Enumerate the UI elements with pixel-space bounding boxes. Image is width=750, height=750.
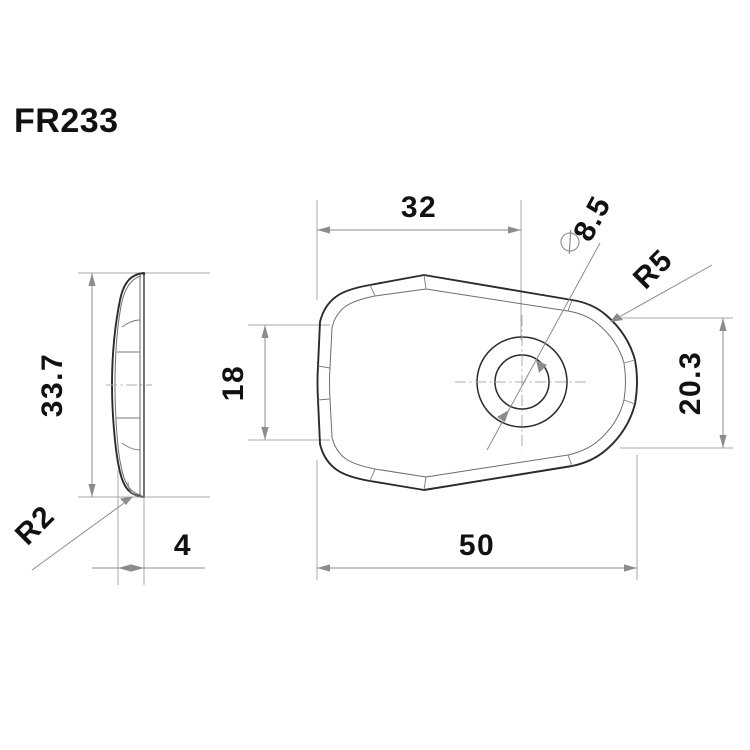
front-plan-view: 32 50 18 20.3 bbox=[217, 190, 733, 580]
dim-label-50: 50 bbox=[459, 529, 495, 562]
arrow-18-top bbox=[261, 325, 269, 338]
seam-left-upper bbox=[317, 365, 331, 369]
seam-apex-bottom bbox=[423, 476, 427, 491]
dim-label-33-7: 33.7 bbox=[36, 353, 69, 417]
dim-label-32: 32 bbox=[401, 191, 437, 224]
arrow-50-right bbox=[624, 564, 637, 572]
arrow-18-bottom bbox=[261, 427, 269, 440]
side-seam-upper bbox=[121, 319, 141, 328]
arrow-32-right bbox=[508, 226, 521, 234]
page-title: FR233 bbox=[14, 102, 119, 140]
arrow-4-right bbox=[131, 564, 144, 572]
leader-line-r2 bbox=[31, 497, 132, 571]
seam-top-left bbox=[369, 284, 376, 297]
seam-bottom-left bbox=[369, 468, 376, 482]
seam-left-lower bbox=[317, 398, 331, 401]
dim-label-18: 18 bbox=[217, 365, 250, 401]
seam-top-right bbox=[567, 299, 573, 312]
arrow-r5 bbox=[610, 313, 623, 322]
side-seam-lower bbox=[121, 442, 141, 451]
arrow-dia-8-5-upper bbox=[536, 360, 547, 373]
dim-label-20-3: 20.3 bbox=[674, 351, 707, 415]
seam-apex-top bbox=[423, 274, 427, 290]
leader-line-r5 bbox=[611, 264, 713, 322]
side-profile-view: 33.7 4 R2 bbox=[9, 272, 210, 585]
seam-right-upper bbox=[623, 359, 636, 364]
dim-label-dia-8-5: 8.5 bbox=[567, 190, 618, 246]
arrow-20-3-top bbox=[719, 318, 727, 331]
fillet-arc-r2 bbox=[127, 481, 145, 498]
arrow-32-left bbox=[317, 226, 330, 234]
seam-right-lower bbox=[623, 399, 636, 405]
seam-bottom-right bbox=[567, 454, 573, 467]
arrow-r2 bbox=[120, 496, 133, 505]
arrow-33-7-bottom bbox=[88, 484, 96, 497]
dim-label-4: 4 bbox=[174, 529, 192, 562]
dim-label-r2: R2 bbox=[9, 499, 62, 552]
diameter-symbol bbox=[560, 229, 580, 255]
arrow-dia-8-5-lower bbox=[497, 410, 509, 422]
arrow-4-left bbox=[118, 564, 131, 572]
arrow-33-7-top bbox=[88, 273, 96, 286]
arrow-50-left bbox=[317, 564, 330, 572]
arrow-20-3-bottom bbox=[719, 435, 727, 448]
